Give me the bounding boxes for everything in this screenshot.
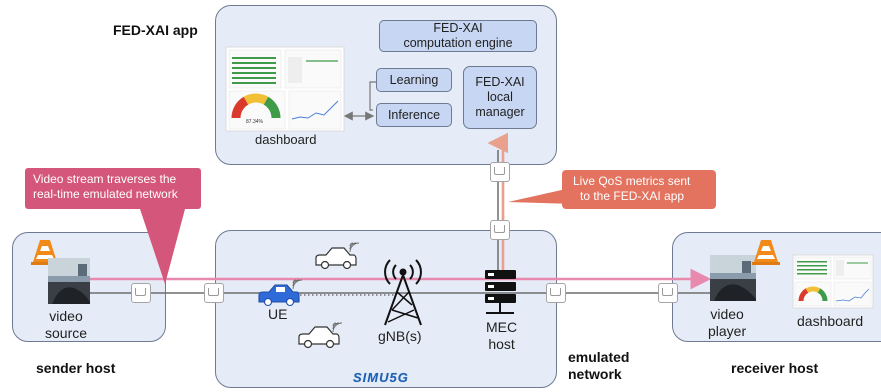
qos-callout [562,170,716,209]
ethernet-port-icon [658,283,678,303]
video-stream-callout-tail [140,209,185,284]
ue-label: UE [268,306,288,322]
manager-line3: manager [475,105,525,119]
qos-callout-tail [508,187,575,204]
simu5g-logo: SIMU5G [353,370,409,385]
inference-box: Inference [376,103,452,127]
learning-box: Learning [376,68,452,92]
engine-line2: computation engine [403,36,513,50]
video-player-line1: video [710,306,744,322]
gauge-value: 87.34% [246,119,263,125]
gnb-label: gNB(s) [378,328,422,344]
video-source-line2: source [45,325,88,341]
ethernet-port-icon [490,220,510,240]
ethernet-port-icon [131,283,151,303]
video-stream-callout-line1: Video stream traverses the [33,172,177,186]
app-dashboard-label: dashboard [255,132,317,147]
mec-line1: MEC [486,319,518,335]
emulated-line2: network [568,366,622,382]
mec-line2: host [488,336,515,352]
receiver-host-label: receiver host [731,360,819,376]
mec-host-label: MEC host [486,319,517,353]
video-stream-callout [25,168,201,209]
sender-host-label: sender host [36,360,116,376]
ethernet-port-icon [490,162,510,182]
video-player-label: video player [708,306,746,340]
fedxai-computation-engine: FED-XAI computation engine [379,20,537,52]
engine-line1: FED-XAI [433,21,483,35]
inference-learning-link [369,81,376,111]
ethernet-port-icon [204,283,224,303]
video-player-line2: player [708,323,747,339]
manager-line1: FED-XAI [475,75,525,89]
qos-callout-line1: Live QoS metrics sent [573,174,691,188]
emulated-line1: emulated [568,349,630,365]
qos-callout-line2: to the FED-XAI app [580,189,685,203]
emulated-network-label: emulated network [568,349,629,383]
ethernet-port-icon [546,283,566,303]
video-source-label: video source [45,308,87,342]
video-stream-callout-line2: real-time emulated network [33,187,178,201]
fedxai-local-manager: FED-XAI local manager [463,66,537,129]
manager-line2: local [487,90,513,104]
fedxai-app-title: FED-XAI app [113,22,198,38]
video-source-line1: video [49,308,83,324]
receiver-dashboard-label: dashboard [797,313,864,329]
